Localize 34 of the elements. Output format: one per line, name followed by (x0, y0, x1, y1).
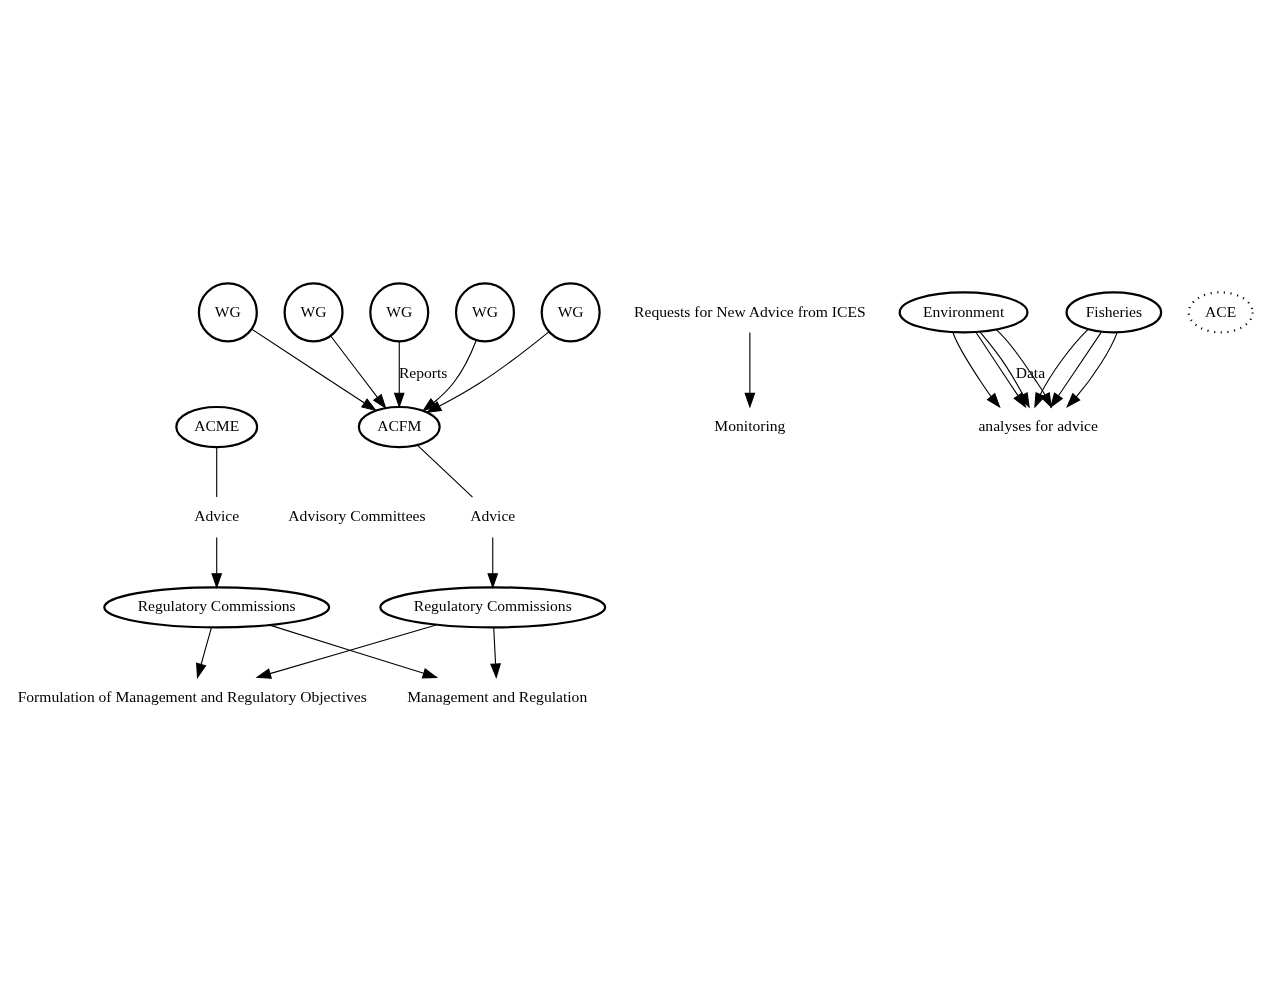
arrow (952, 331, 1001, 409)
arrow (211, 536, 223, 589)
connector (416, 444, 474, 498)
arrow (196, 627, 212, 679)
node-ellipse: ACME (175, 405, 259, 449)
arrow (490, 627, 501, 680)
node-ellipse: Regulatory Commissions (379, 586, 607, 629)
node-ellipse: ACFM (357, 405, 441, 449)
node-circle: WG (540, 282, 601, 343)
arrow (425, 331, 550, 414)
node-text: Advice (470, 507, 516, 525)
node-circle: WG (454, 282, 515, 343)
node-text: Management and Regulation (407, 687, 588, 705)
connector (216, 446, 218, 498)
label: Advisory Committees (288, 507, 426, 525)
arrow (744, 332, 756, 409)
node-ellipse: Environment (898, 291, 1029, 334)
arrow (1066, 332, 1118, 408)
node-ellipse: ACE (1187, 291, 1254, 334)
arrow (330, 335, 387, 410)
arrow (393, 341, 405, 409)
node-text: Monitoring (714, 417, 786, 435)
node-ellipse: Fisheries (1065, 291, 1163, 334)
node-text: Formulation of Management and Regulatory Objectives (17, 687, 367, 705)
arrow (1050, 331, 1102, 409)
node-circle: WG (369, 282, 430, 343)
node-text: Advice (194, 507, 240, 525)
node-circle: WG (283, 282, 344, 343)
arrow (251, 328, 378, 412)
node-circle: WG (197, 282, 258, 343)
node-ellipse: Regulatory Commissions (103, 586, 331, 629)
node-text: Requests for New Advice from ICES (634, 302, 866, 320)
arrow (487, 536, 499, 589)
node-text: analyses for advice (978, 417, 1098, 435)
